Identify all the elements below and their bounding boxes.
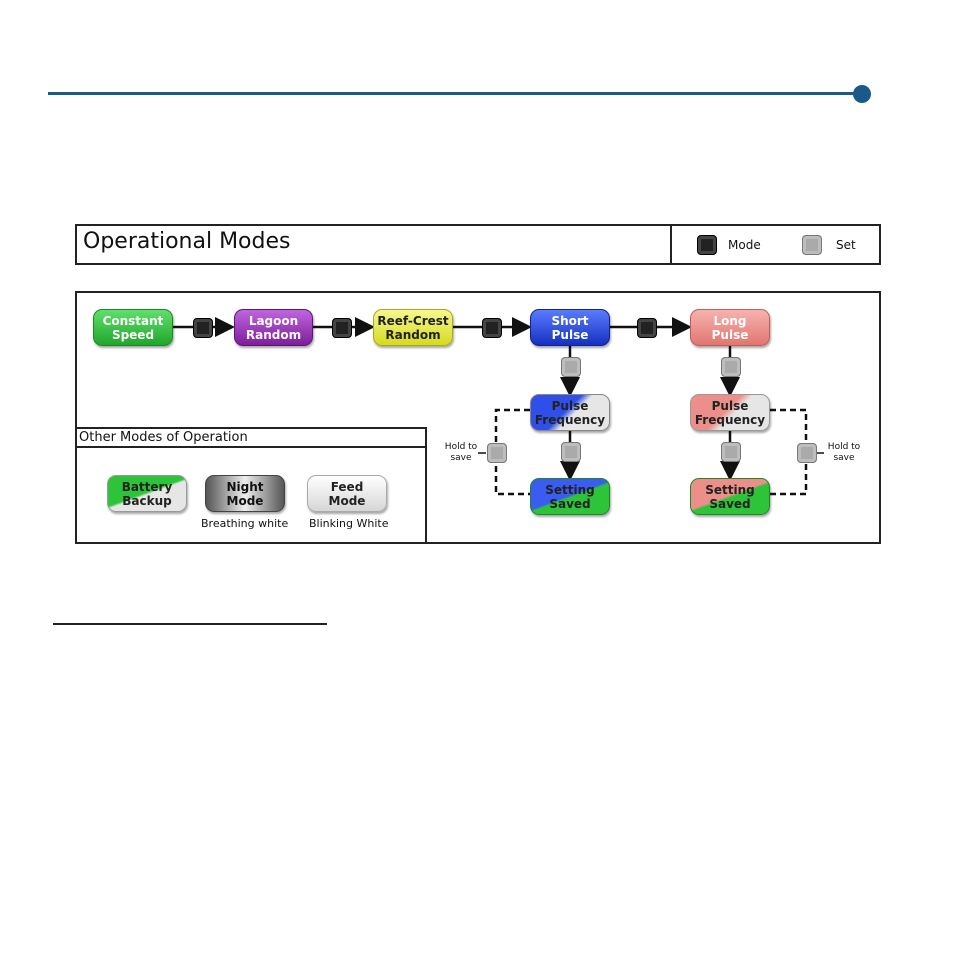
set-key-icon — [561, 357, 581, 377]
short-pulse-frequency: Pulse Frequency — [530, 394, 610, 431]
long-setting-saved: Setting Saved — [690, 478, 770, 515]
mode-night: Night Mode — [205, 475, 285, 512]
long-hold-label: Hold to save — [826, 442, 862, 464]
mode-key-icon — [637, 318, 657, 338]
mode-key-icon — [193, 318, 213, 338]
mode-key-icon — [332, 318, 352, 338]
mode-long-pulse: Long Pulse — [690, 309, 770, 346]
mode-reef-crest-random: Reef-Crest Random — [373, 309, 453, 346]
night-mode-caption: Breathing white — [201, 517, 288, 530]
set-key-icon — [721, 357, 741, 377]
set-key-icon — [487, 443, 507, 463]
long-pulse-frequency: Pulse Frequency — [690, 394, 770, 431]
feed-mode-caption: Blinking White — [309, 517, 389, 530]
short-setting-saved: Setting Saved — [530, 478, 610, 515]
mode-lagoon-random: Lagoon Random — [234, 309, 313, 346]
set-key-icon — [797, 443, 817, 463]
mode-battery-backup: Battery Backup — [107, 475, 187, 512]
bottom-rule — [53, 623, 327, 625]
set-key-icon — [721, 442, 741, 462]
mode-short-pulse: Short Pulse — [530, 309, 610, 346]
short-hold-label: Hold to save — [443, 442, 479, 464]
set-key-icon — [561, 442, 581, 462]
mode-key-icon — [482, 318, 502, 338]
other-modes-title: Other Modes of Operation — [79, 430, 248, 445]
mode-constant-speed: Constant Speed — [93, 309, 173, 346]
mode-feed: Feed Mode — [307, 475, 387, 512]
